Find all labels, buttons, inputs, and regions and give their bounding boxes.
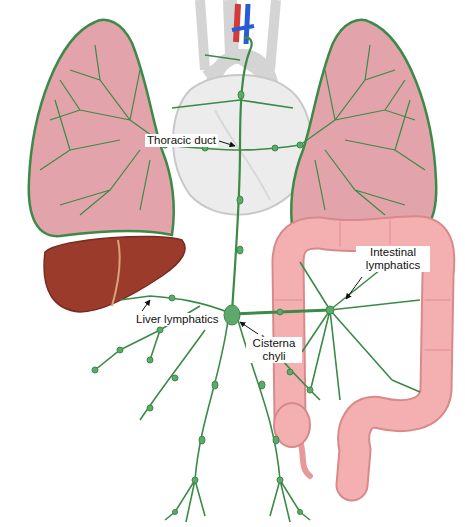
leader-arrows <box>142 141 362 334</box>
lymphatic-vessels <box>95 38 420 522</box>
callout-label: Thoracic duct <box>145 134 218 147</box>
callout-label: Intestinal lymphatics <box>356 246 430 272</box>
callout-label: Cisterna chyli <box>246 337 302 363</box>
right-lung <box>291 20 436 236</box>
lymph-nodes <box>92 91 334 515</box>
liver <box>44 236 185 312</box>
neck-veins <box>232 4 254 44</box>
callout-label: Liver lymphatics <box>134 313 220 326</box>
left-lung <box>29 20 174 236</box>
